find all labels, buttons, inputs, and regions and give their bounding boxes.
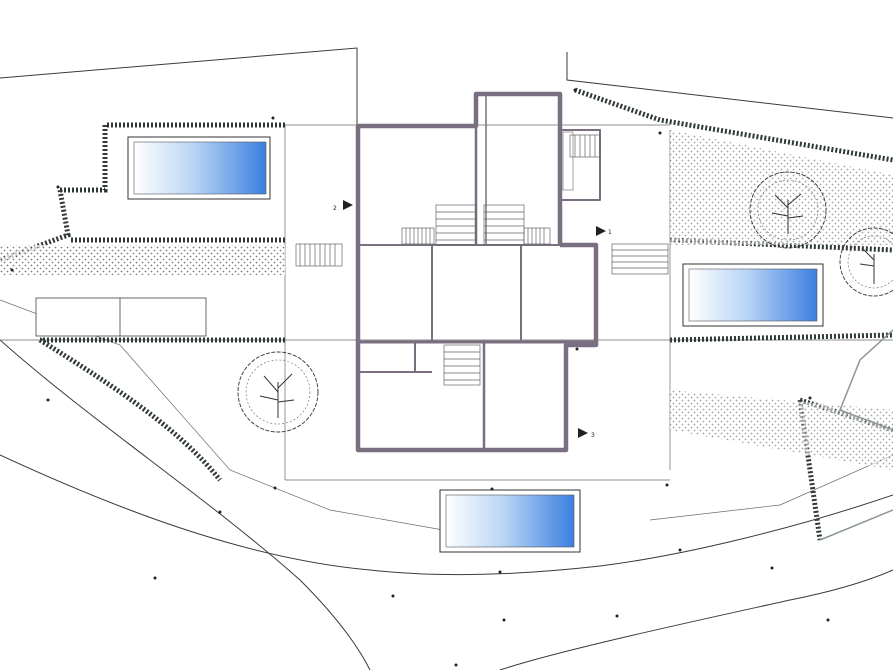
stairs-icon (483, 204, 525, 246)
stairs-icon (443, 344, 481, 386)
tree-icon (839, 227, 893, 297)
terrace-right (819, 329, 893, 541)
stairs-icon (401, 227, 435, 245)
paved-areas (0, 130, 893, 470)
stairs-icon (435, 204, 477, 246)
section-arrow-icon (578, 428, 588, 438)
stairs-icon (611, 243, 669, 275)
stairs-icon (569, 134, 601, 158)
tree-icon (749, 171, 827, 249)
section-arrow-icon (596, 226, 606, 236)
building (355, 91, 601, 453)
trees (237, 171, 893, 433)
section-markers: 1 2 3 (333, 200, 612, 439)
section-marker-3: 3 (591, 432, 595, 439)
stairs-icon (295, 243, 343, 267)
section-marker-2: 2 (333, 205, 337, 212)
stairs (295, 134, 669, 386)
section-arrow-icon (343, 200, 353, 210)
pools (127, 136, 824, 553)
level-markers (10, 88, 830, 667)
stairs-icon (523, 227, 551, 245)
tree-icon (237, 351, 319, 433)
section-marker-1: 1 (608, 229, 612, 236)
